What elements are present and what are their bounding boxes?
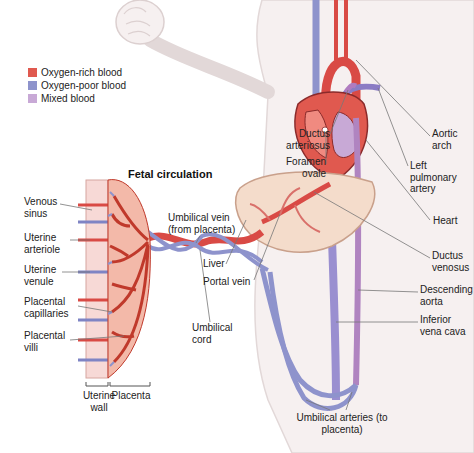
part-label: Foramen ovale xyxy=(276,156,326,179)
placental-villi xyxy=(110,196,148,362)
leader-line xyxy=(254,214,280,280)
liver xyxy=(236,172,375,252)
part-label: Placental villi xyxy=(24,330,78,353)
leader-line xyxy=(306,392,352,410)
part-label: Portal vein xyxy=(203,276,263,288)
baby-arm xyxy=(150,40,268,92)
part-label: Liver xyxy=(203,258,243,270)
part-label: Umbilical vein (from placenta) xyxy=(168,212,246,235)
leader-line xyxy=(78,306,112,312)
umbilical-artery xyxy=(262,268,356,396)
umbilical-artery xyxy=(270,272,356,408)
part-label: Ductus arteriosus xyxy=(276,128,330,151)
diagram-title: Fetal circulation xyxy=(128,168,212,180)
baby-fist xyxy=(116,0,164,44)
part-label: Ductus venosus xyxy=(432,250,474,273)
part-label: Aortic arch xyxy=(432,128,474,151)
part-label: Uterine arteriole xyxy=(24,232,78,255)
leader-line xyxy=(70,240,90,241)
leader-line xyxy=(356,60,430,136)
leader-line xyxy=(60,204,92,210)
leader-line xyxy=(336,322,418,323)
leader-line xyxy=(70,336,124,340)
region-bracket xyxy=(86,382,150,386)
part-label: Descending aorta xyxy=(420,284,474,307)
part-label: Umbilical cord xyxy=(192,322,244,345)
placenta xyxy=(108,180,150,378)
leader-line xyxy=(378,88,408,166)
carotid-arteries xyxy=(336,0,346,60)
leader-line xyxy=(358,290,418,292)
part-label: Inferior vena cava xyxy=(420,314,474,337)
superior-vena-cava xyxy=(313,0,320,100)
leader-line xyxy=(314,192,430,258)
part-label: Uterine venule xyxy=(24,264,78,287)
part-label: Heart xyxy=(433,215,473,227)
portal-branches xyxy=(250,188,320,232)
fist-fingers xyxy=(124,8,150,36)
descending-aorta xyxy=(356,118,358,385)
leader-line xyxy=(196,236,200,243)
leader-line xyxy=(62,272,90,273)
part-label: Placenta xyxy=(106,390,156,402)
leader-line xyxy=(330,90,348,134)
cord-artery xyxy=(148,232,268,270)
legend-swatch xyxy=(28,68,37,77)
placental-capillaries xyxy=(108,192,114,366)
legend-swatch xyxy=(28,81,37,90)
part-label: Umbilical arteries (to placenta) xyxy=(292,412,392,435)
legend-text: Mixed blood xyxy=(41,94,95,104)
legend-swatch xyxy=(28,94,37,103)
part-label: Left pulmonary artery xyxy=(410,160,474,195)
legend-text: Oxygen-rich blood xyxy=(41,68,122,78)
legend-text: Oxygen-poor blood xyxy=(41,81,126,91)
leader-lines xyxy=(60,60,430,410)
part-label: Placental capillaries xyxy=(24,296,80,319)
part-label: Venous sinus xyxy=(24,196,78,219)
